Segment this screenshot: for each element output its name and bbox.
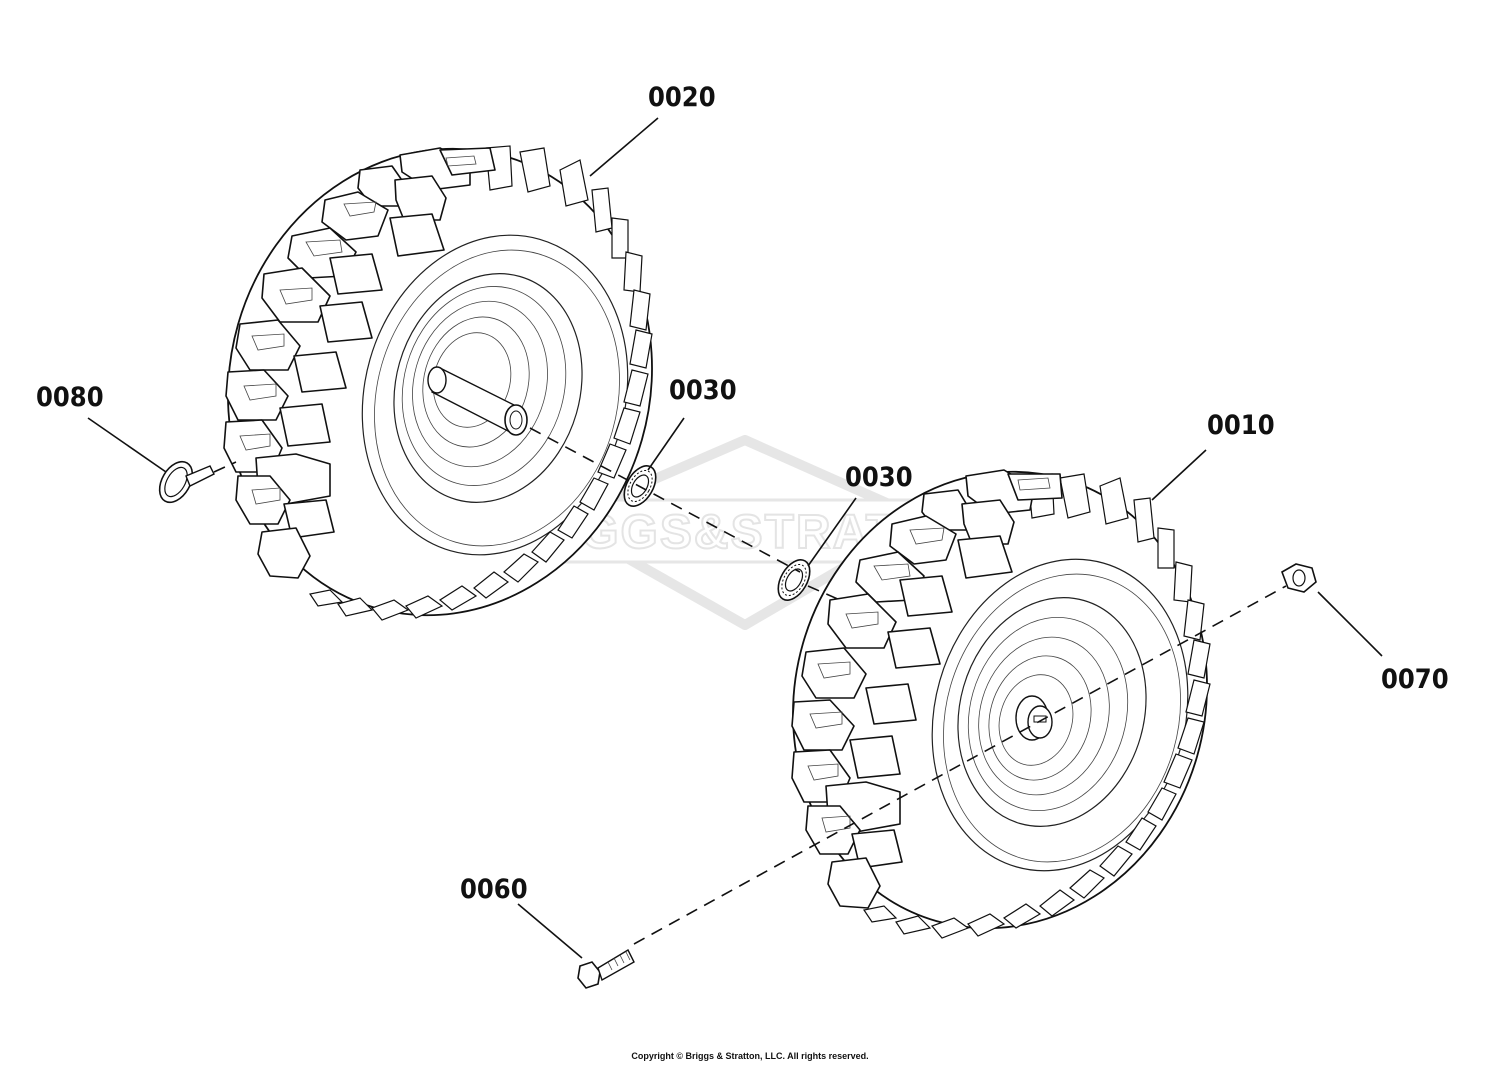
callout-0030-lower: 0030 <box>845 462 913 493</box>
tire-chevron-lugs <box>223 147 496 579</box>
wheel-assembly-0020 <box>223 145 653 621</box>
callout-0030-upper: 0030 <box>669 375 737 406</box>
hex-nut-0070 <box>1281 563 1317 593</box>
tire-chevron-lugs <box>791 469 1063 909</box>
leader-lines <box>87 117 1383 959</box>
callout-0080: 0080 <box>36 382 104 413</box>
hex-bolt-0060 <box>577 949 635 989</box>
tire-tread-teeth <box>309 145 653 621</box>
copyright-notice: Copyright © Briggs & Stratton, LLC. All … <box>631 1051 869 1061</box>
tire-tread-teeth <box>863 473 1211 939</box>
callout-0020: 0020 <box>648 82 716 113</box>
clevis-pin-0080 <box>158 460 215 504</box>
wheel-assembly-0010 <box>791 469 1211 939</box>
lock-washer-0030-lower <box>777 559 811 601</box>
callout-0010: 0010 <box>1207 410 1275 441</box>
callout-0070: 0070 <box>1381 664 1449 695</box>
assembly-centerlines <box>213 427 1287 945</box>
callout-0060: 0060 <box>460 874 528 905</box>
